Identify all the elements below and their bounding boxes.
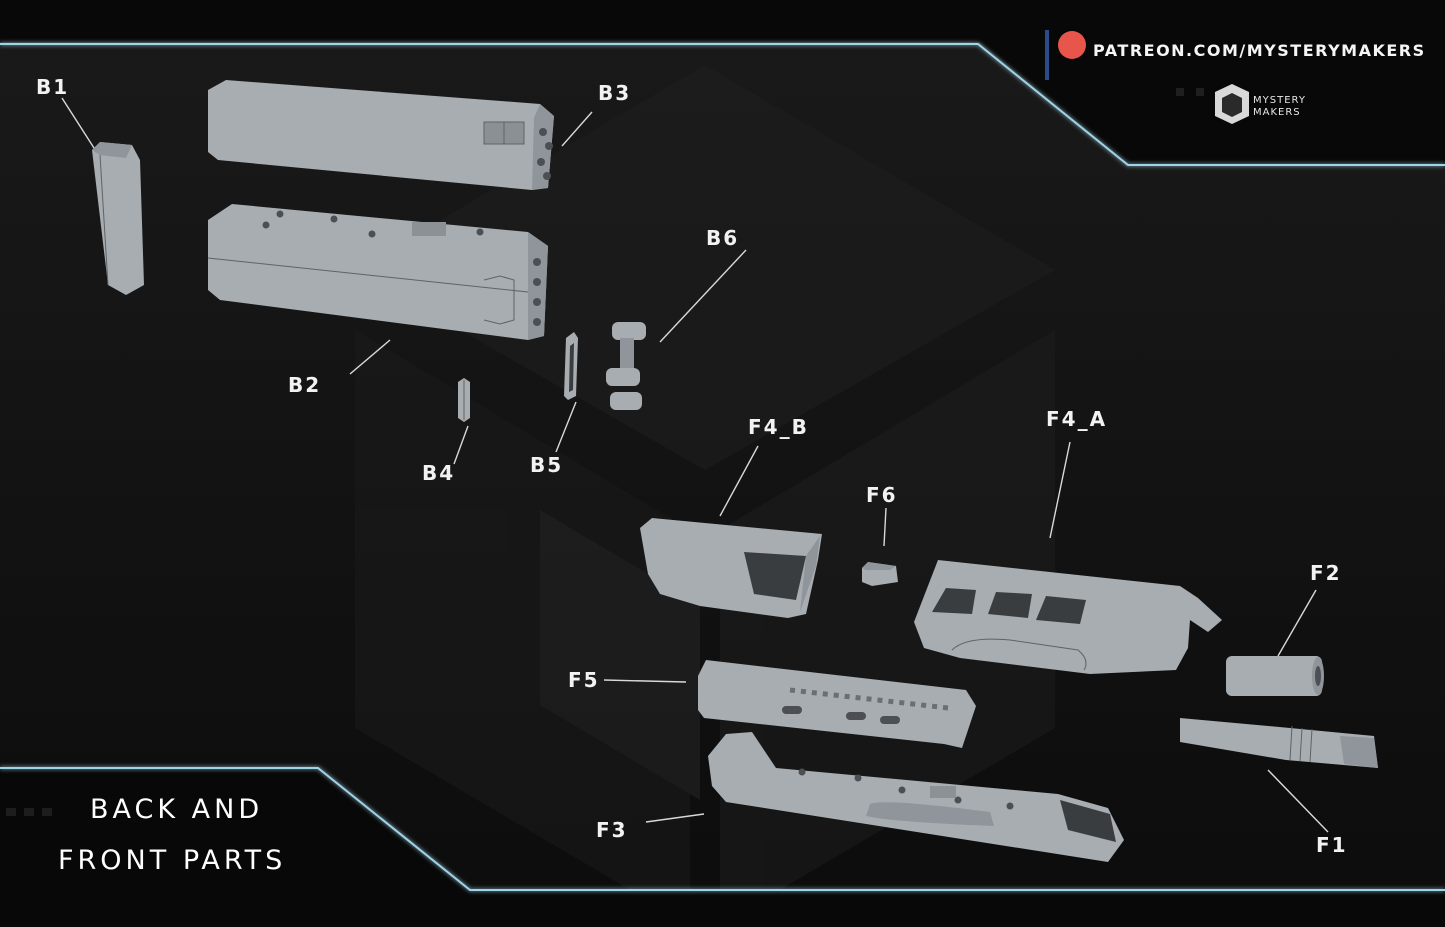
- label-f3: F3: [596, 818, 628, 842]
- part-f4a[interactable]: [914, 560, 1222, 674]
- label-b6: B6: [706, 226, 739, 250]
- part-f1[interactable]: [1180, 718, 1378, 768]
- part-b5[interactable]: [564, 332, 578, 400]
- title-frame: [0, 767, 1445, 927]
- label-b1: B1: [36, 75, 69, 99]
- label-f4a: F4_A: [1046, 407, 1107, 431]
- part-b1[interactable]: [92, 142, 144, 295]
- title-line-1: BACK AND: [90, 794, 263, 825]
- brand-block: PATREON.COM/MYSTERYMAKERS MYSTERY MAKERS: [1058, 31, 1426, 124]
- part-f3[interactable]: [708, 732, 1124, 862]
- label-b2: B2: [288, 373, 321, 397]
- label-f1: F1: [1316, 833, 1348, 857]
- part-b2[interactable]: [207, 204, 548, 340]
- part-f2[interactable]: [1226, 656, 1324, 696]
- mystery-makers-logo-icon: [1215, 84, 1249, 124]
- logo-line-2: MAKERS: [1253, 107, 1301, 118]
- label-b4: B4: [422, 461, 455, 485]
- patreon-dot-icon: [1058, 31, 1086, 59]
- brand-url[interactable]: PATREON.COM/MYSTERYMAKERS: [1093, 41, 1426, 60]
- label-b3: B3: [598, 81, 631, 105]
- part-b3[interactable]: [208, 80, 554, 190]
- part-b6[interactable]: [606, 322, 646, 410]
- label-f6: F6: [866, 483, 898, 507]
- logo-line-1: MYSTERY: [1253, 95, 1306, 106]
- title-block: BACK AND FRONT PARTS: [58, 794, 286, 876]
- part-b4[interactable]: [458, 378, 470, 422]
- part-f6[interactable]: [862, 562, 898, 586]
- label-f4b: F4_B: [748, 415, 809, 439]
- label-f2: F2: [1310, 561, 1342, 585]
- label-f5: F5: [568, 668, 600, 692]
- leader-lines: [61, 97, 1329, 833]
- part-f4b[interactable]: [640, 518, 822, 618]
- title-line-2: FRONT PARTS: [58, 845, 286, 876]
- label-b5: B5: [530, 453, 563, 477]
- part-labels: B1 B2 B3 B4 B5 B6 F1 F2 F3 F4_A F4_B F5 …: [36, 75, 1348, 857]
- part-f5[interactable]: [698, 660, 976, 748]
